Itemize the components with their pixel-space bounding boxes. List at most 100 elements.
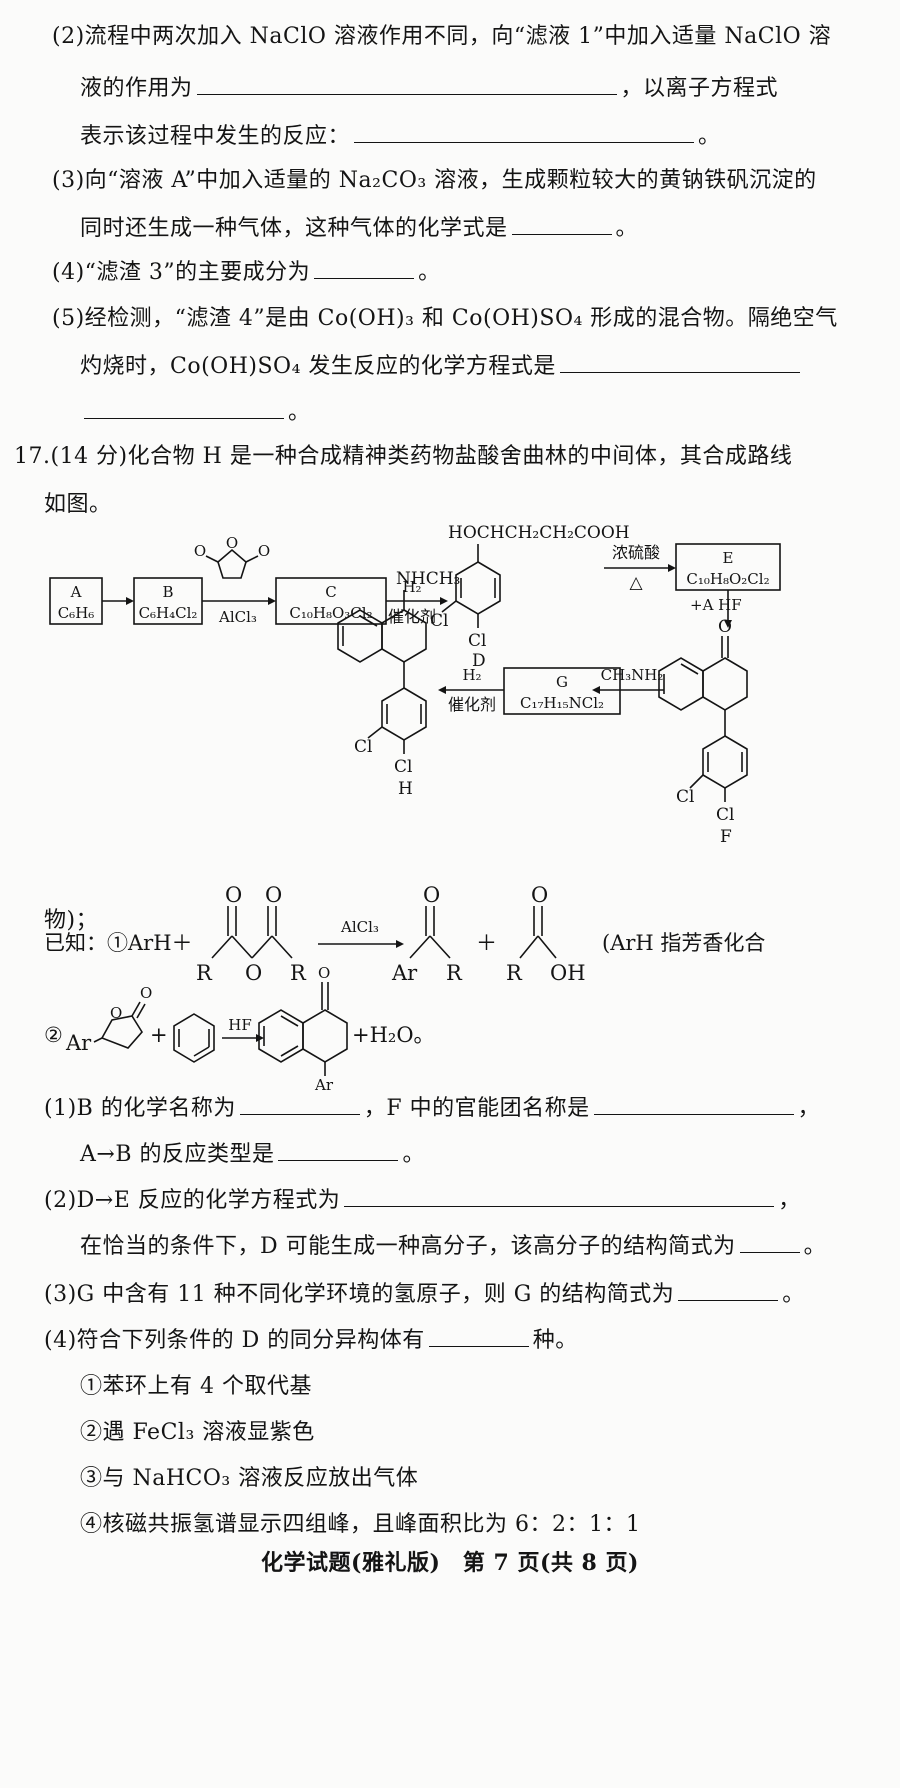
svg-text:O: O <box>225 883 242 907</box>
known2-plus: + <box>150 1023 168 1047</box>
known2-ar: Ar <box>65 1031 92 1055</box>
q17-part4-text: (4)符合下列条件的 D 的同分异构体有 <box>44 1328 425 1353</box>
answer-blank[interactable] <box>559 350 800 373</box>
known2-hf: HF <box>228 1016 252 1034</box>
answer-blank[interactable] <box>344 1184 775 1207</box>
f-cl-2: Cl <box>716 805 734 825</box>
h-nhch3: NHCH₃ <box>396 569 460 589</box>
reagent-conc-h2so4: 浓硫酸 <box>612 543 660 562</box>
period: 。 <box>402 1142 425 1167</box>
known2-prefix: ② <box>44 1023 63 1047</box>
period: 。 <box>803 1234 827 1259</box>
box-g-label: G <box>556 673 568 691</box>
box-c-label: C <box>325 583 336 601</box>
succinic-anhydride: O O O <box>194 534 270 579</box>
known-plus: ＋ <box>476 931 497 955</box>
ketone-structure: O Ar R <box>391 883 463 985</box>
reagent-heat: △ <box>629 573 643 593</box>
known-prefix: 已知：①ArH＋ <box>44 931 193 955</box>
answer-blank[interactable] <box>314 256 415 279</box>
q17-part1-line2: A→B 的反应类型是 。 <box>80 1138 425 1170</box>
q17-intro-line1: 17.(14 分)化合物 H 是一种合成精神类药物盐酸舍曲林的中间体，其合成路线 <box>14 444 793 469</box>
period: 。 <box>418 260 441 285</box>
q16-part3-line1: (3)向“溶液 A”中加入适量的 Na₂CO₃ 溶液，生成颗粒较大的黄钠铁矾沉淀… <box>52 168 817 193</box>
svg-text:R: R <box>196 961 213 985</box>
known-suffix: (ArH 指芳香化合 <box>602 931 765 955</box>
q17-part1-text-c: A→B 的反应类型是 <box>80 1142 275 1167</box>
q17-part4-unit: 种。 <box>532 1328 578 1353</box>
d-label: D <box>472 651 486 671</box>
svg-text:O: O <box>245 961 262 985</box>
h-cl-1: Cl <box>354 737 372 757</box>
q17-part2-line1: (2)D→E 反应的化学方程式为， <box>44 1184 801 1216</box>
answer-blank[interactable] <box>511 212 612 235</box>
acid-structure: O R OH <box>506 883 586 985</box>
condition-4: ④核磁共振氢谱显示四组峰，且峰面积比为 6：2：1：1 <box>80 1512 641 1537</box>
reagent-catalyst: 催化剂 <box>388 607 436 626</box>
q16-part5-line2: 灼烧时，Co(OH)SO₄ 发生反应的化学方程式是 <box>80 350 804 382</box>
condition-2: ②遇 FeCl₃ 溶液显紫色 <box>80 1420 315 1445</box>
answer-blank[interactable] <box>354 120 695 143</box>
d-side-chain: HOCHCH₂CH₂COOH <box>448 523 630 543</box>
reagent-ch3nh2: CH₃NH₂ <box>601 666 664 684</box>
answer-blank[interactable] <box>84 396 284 419</box>
box-g-formula: C₁₇H₁₅NCl₂ <box>520 694 604 712</box>
svg-text:O: O <box>226 534 238 552</box>
q17-part4: (4)符合下列条件的 D 的同分异构体有 种。 <box>44 1324 578 1356</box>
svg-text:O: O <box>318 964 330 982</box>
compound-h: NHCH₃ Cl Cl H <box>337 569 460 799</box>
reagent-alcl3: AlCl₃ <box>218 608 257 626</box>
period: 。 <box>782 1282 805 1307</box>
period: 。 <box>288 400 311 425</box>
q16-part2-text-c: 表示该过程中发生的反应： <box>80 124 351 149</box>
f-cl-1: Cl <box>676 787 694 807</box>
condition-3: ③与 NaHCO₃ 溶液反应放出气体 <box>80 1466 419 1491</box>
answer-blank[interactable] <box>428 1324 529 1347</box>
q16-part4-text: (4)“滤渣 3”的主要成分为 <box>52 260 311 285</box>
arrowhead <box>724 620 732 628</box>
q16-part2-text-a: 液的作用为 <box>80 76 193 101</box>
q17-part2-line2: 在恰当的条件下，D 可能生成一种高分子，该高分子的结构简式为 。 <box>80 1230 826 1262</box>
arrowhead <box>440 597 448 605</box>
q16-part5-text: 灼烧时，Co(OH)SO₄ 发生反应的化学方程式是 <box>80 354 556 379</box>
svg-text:R: R <box>506 961 523 985</box>
svg-text:O: O <box>718 617 732 637</box>
q16-part3-text: 同时还生成一种气体，这种气体的化学式是 <box>80 216 508 241</box>
known-reaction-1: 已知：①ArH＋ O O R O R AlCl₃ O Ar R ＋ O R OH… <box>44 883 765 985</box>
answer-blank[interactable] <box>278 1138 399 1161</box>
svg-text:Ar: Ar <box>314 1076 334 1094</box>
known-alcl3: AlCl₃ <box>340 918 379 936</box>
compound-f: O Cl Cl F <box>658 617 748 847</box>
answer-blank[interactable] <box>593 1092 794 1115</box>
known2-suffix: +H₂O。 <box>352 1023 435 1047</box>
answer-blank[interactable] <box>196 72 617 95</box>
h-label: H <box>398 779 413 799</box>
q16-part4: (4)“滤渣 3”的主要成分为 。 <box>52 256 441 288</box>
reagent-a-hf: +A HF <box>690 596 742 614</box>
benzene-structure <box>173 1013 215 1063</box>
box-a-label: A <box>70 583 82 601</box>
box-b-label: B <box>162 583 173 601</box>
arrowhead <box>592 686 600 694</box>
q17-part3: (3)G 中含有 11 种不同化学环境的氢原子，则 G 的结构简式为。 <box>44 1278 805 1310</box>
q17-part1-text-b: ，F 中的官能团名称是 <box>363 1096 590 1121</box>
synthesis-scheme: A C₆H₆ B C₆H₄Cl₂ O O O AlCl₃ C C₁₀H₈O₃Cl… <box>49 523 781 847</box>
tetralone-structure: O Ar <box>258 964 348 1094</box>
q16-part5-line3: 。 <box>80 396 311 428</box>
svg-text:OH: OH <box>550 961 586 985</box>
period: 。 <box>698 124 721 149</box>
q16-part2-text-b: ，以离子方程式 <box>620 76 779 101</box>
answer-blank[interactable] <box>678 1278 779 1301</box>
arrowhead <box>438 686 446 694</box>
q16-part2-line2: 液的作用为 ，以离子方程式 <box>80 72 778 104</box>
box-c-formula: C₁₀H₈O₃Cl₂ <box>289 604 372 622</box>
answer-blank[interactable] <box>239 1092 360 1115</box>
anhydride-structure: O O R O R <box>196 883 307 985</box>
box-e-label: E <box>723 549 734 567</box>
svg-text:O: O <box>265 883 282 907</box>
q17-part2-text-a: (2)D→E 反应的化学方程式为 <box>44 1188 341 1213</box>
answer-blank[interactable] <box>739 1230 800 1253</box>
q17-part2-text-b: 在恰当的条件下，D 可能生成一种高分子，该高分子的结构简式为 <box>80 1234 736 1259</box>
arrowhead <box>268 597 276 605</box>
svg-text:O: O <box>258 542 270 560</box>
